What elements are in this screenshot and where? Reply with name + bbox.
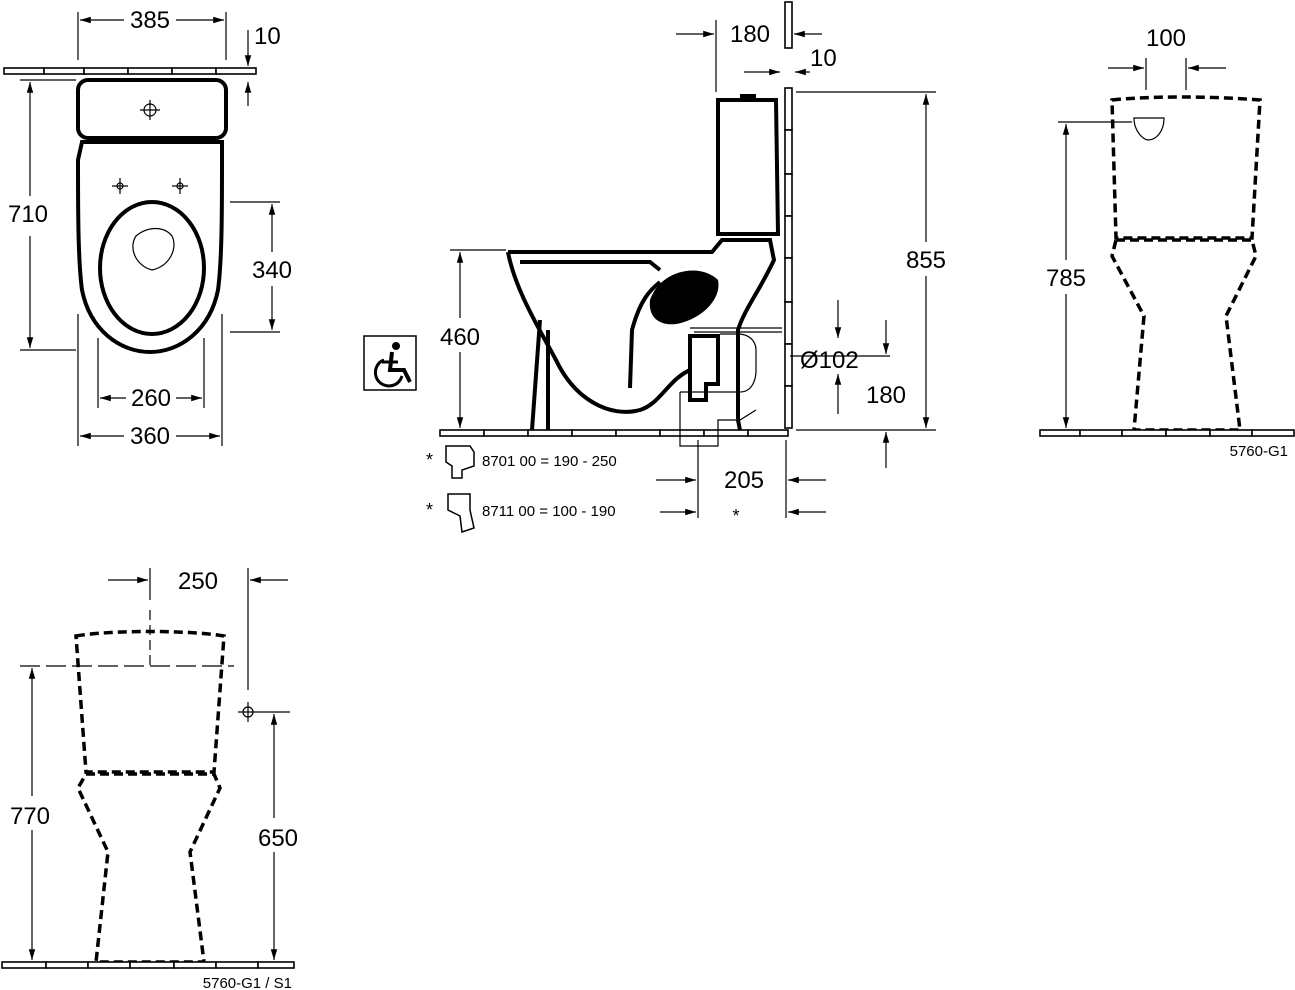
- water-seal: [649, 270, 719, 325]
- top-view: 385 10 710 340 260 360: [3, 7, 292, 450]
- pan-connector-lower: [679, 392, 757, 447]
- dim-side-wall-gap: 10: [810, 45, 837, 72]
- dim-wall-gap: 10: [254, 23, 281, 50]
- floor-strip: [439, 429, 789, 437]
- bowl-rim: [508, 238, 777, 431]
- floor-strip-rear: [1039, 429, 1295, 437]
- dim-seat-height: 460: [440, 324, 480, 351]
- pedestal-front: [530, 319, 550, 431]
- dim-outlet-diameter: Ø102: [800, 347, 859, 374]
- dim-outlet-offset: 205: [724, 467, 764, 494]
- drain-outline: [132, 227, 175, 271]
- rear-cistern: [1110, 95, 1262, 240]
- dim-seat-depth: 340: [252, 257, 292, 284]
- drawing-code-front: 5760-G1 / S1: [203, 975, 292, 990]
- dim-front-width: 360: [130, 423, 170, 450]
- outlet-socket: [688, 334, 720, 402]
- dim-cistern-depth: 180: [730, 21, 770, 48]
- accessory-notes: * 8701 00 = 190 - 250 * 8711 00 = 100 - …: [426, 445, 617, 534]
- dim-outlet-height: 180: [866, 382, 906, 409]
- flush-button-icon: [140, 100, 160, 120]
- dim-width: 385: [130, 7, 170, 34]
- side-view: 180 10 855 460 Ø102 180 205 *: [439, 1, 946, 526]
- wall-section: [784, 1, 793, 429]
- rear-pedestal: [1110, 238, 1258, 432]
- dim-front-width-250: 250: [178, 568, 218, 595]
- cistern-side: [716, 98, 781, 236]
- fixing-hole-icon: [112, 178, 188, 194]
- rim-inner: [520, 260, 662, 272]
- bend-connector-icon: [445, 445, 475, 479]
- accessory-text-2: 8711 00 = 100 - 190: [482, 503, 616, 520]
- front-cistern: [74, 629, 226, 774]
- dim-rear-height: 785: [1046, 265, 1086, 292]
- straight-connector-icon: [447, 493, 475, 534]
- front-pedestal: [76, 772, 222, 964]
- wall-strip: [3, 67, 257, 75]
- dim-overall-height: 855: [906, 247, 946, 274]
- dim-connection-height: 650: [258, 825, 298, 852]
- accessory-text-1: 8701 00 = 190 - 250: [482, 453, 617, 470]
- dim-rear-width: 260: [131, 385, 171, 412]
- dim-front-height: 770: [10, 803, 50, 830]
- connection-point-icon: [238, 702, 258, 722]
- bowl-trap: [506, 251, 691, 414]
- accessory-star-1: *: [426, 450, 433, 470]
- rear-view: 100 785 5760-G1: [1039, 25, 1295, 460]
- accessory-star-2: *: [426, 500, 433, 520]
- dim-centre-width: 100: [1146, 25, 1186, 52]
- side-asterisk: *: [732, 506, 739, 526]
- bowl-outline: [75, 140, 224, 355]
- rear-inlet: [1133, 117, 1165, 141]
- pan-connector: [680, 333, 757, 393]
- wheelchair-icon: [363, 335, 417, 391]
- front-view: 250 770 650 5760-G1 / S1: [1, 568, 298, 990]
- seat-outline: [98, 200, 206, 336]
- drawing-code-rear: 5760-G1: [1230, 443, 1288, 460]
- floor-strip-front: [1, 961, 295, 969]
- trap-inner: [628, 280, 662, 389]
- dim-depth: 710: [8, 201, 48, 228]
- cistern-outline: [76, 78, 228, 140]
